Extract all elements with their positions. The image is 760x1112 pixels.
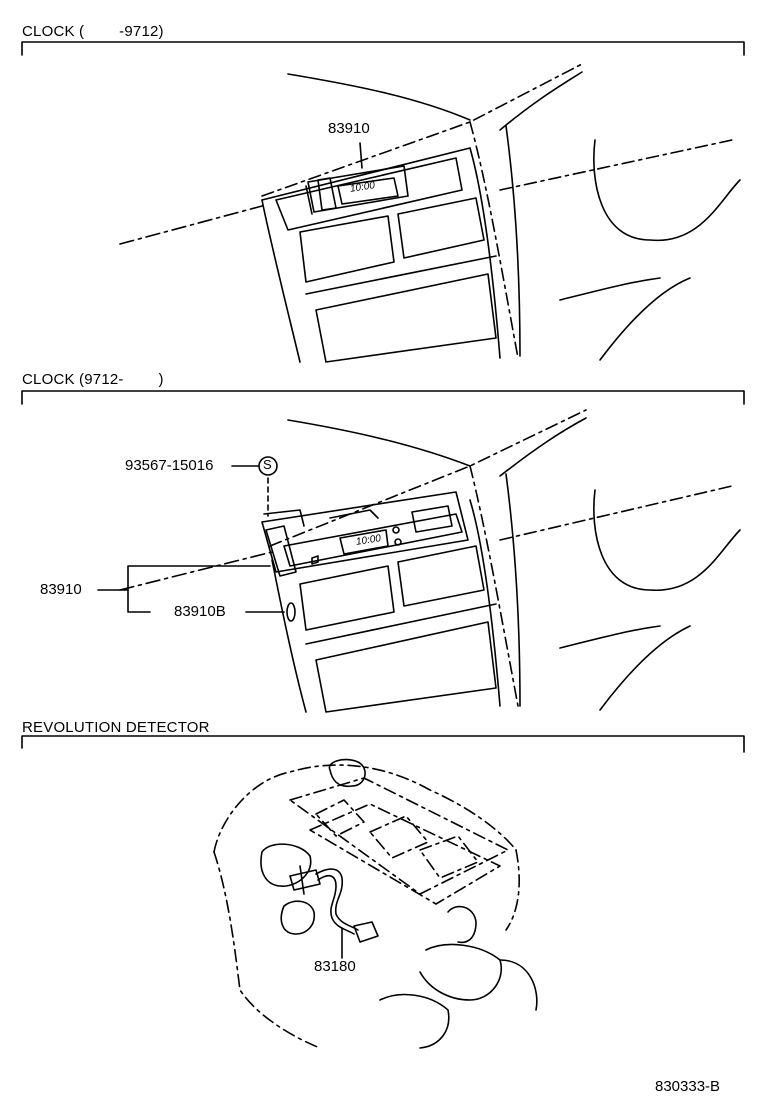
part-number-93567-15016: 93567-15016 — [125, 457, 214, 474]
part-83910B — [287, 603, 295, 621]
engine-body — [261, 760, 537, 1048]
section-3-bracket — [22, 736, 744, 752]
diagram-id: 830333-B — [655, 1078, 721, 1095]
section-1-bracket — [22, 42, 744, 55]
part-number-83910-top: 83910 — [328, 120, 370, 137]
clock-unit-1 — [306, 166, 408, 214]
s-mark-symbol — [259, 457, 277, 475]
dashboard-2 — [120, 410, 740, 712]
section-3-title: REVOLUTION DETECTOR — [22, 719, 210, 736]
dashboard-1 — [120, 64, 740, 362]
clock-unit-2 — [262, 492, 468, 576]
section-1-title: CLOCK ( -9712) — [22, 23, 164, 40]
part-number-83180: 83180 — [314, 958, 356, 975]
section-2-title: CLOCK (9712- ) — [22, 371, 164, 388]
section-2-bracket — [22, 391, 744, 404]
revolution-detector-sensor — [290, 866, 378, 942]
leader-83910-top — [360, 143, 362, 168]
s-mark-label: S — [263, 457, 272, 472]
leader-83910-bracket — [98, 566, 270, 612]
engine-outline — [214, 765, 519, 1048]
part-number-83910B: 83910B — [174, 603, 226, 620]
part-number-83910: 83910 — [40, 581, 82, 598]
